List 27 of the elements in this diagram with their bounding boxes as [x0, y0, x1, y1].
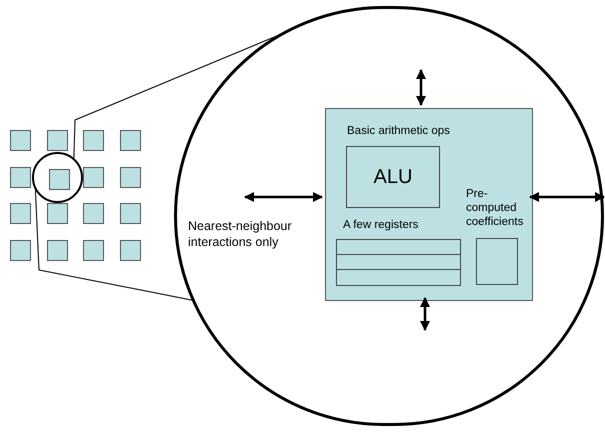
double-arrow — [529, 192, 605, 202]
processor-square — [10, 167, 31, 188]
component-heading: A few registers — [342, 218, 420, 232]
component-heading: Basic arithmetic ops — [346, 124, 451, 138]
processor-square — [83, 240, 104, 261]
zoom-line — [34, 190, 192, 301]
processor-square — [10, 240, 31, 261]
processor-square — [83, 130, 104, 151]
processor-square — [120, 167, 141, 188]
double-arrow — [420, 297, 430, 331]
processor-square — [120, 240, 141, 261]
processor-square — [120, 203, 141, 224]
component-heading: Pre-computed coefficients — [465, 187, 524, 229]
processor-square — [49, 169, 70, 190]
double-arrow — [416, 69, 426, 106]
alu-label: ALU — [374, 165, 412, 190]
processor-box — [325, 108, 533, 301]
double-arrow — [244, 192, 323, 202]
processor-square — [120, 130, 141, 151]
processor-square — [47, 240, 68, 261]
processor-square — [47, 130, 68, 151]
processor-square — [10, 130, 31, 151]
processor-square — [47, 203, 68, 224]
processor-square — [83, 203, 104, 224]
interaction-note: Nearest-neighbour interactions only — [188, 218, 293, 250]
processor-square — [83, 167, 104, 188]
processor-square — [10, 203, 31, 224]
